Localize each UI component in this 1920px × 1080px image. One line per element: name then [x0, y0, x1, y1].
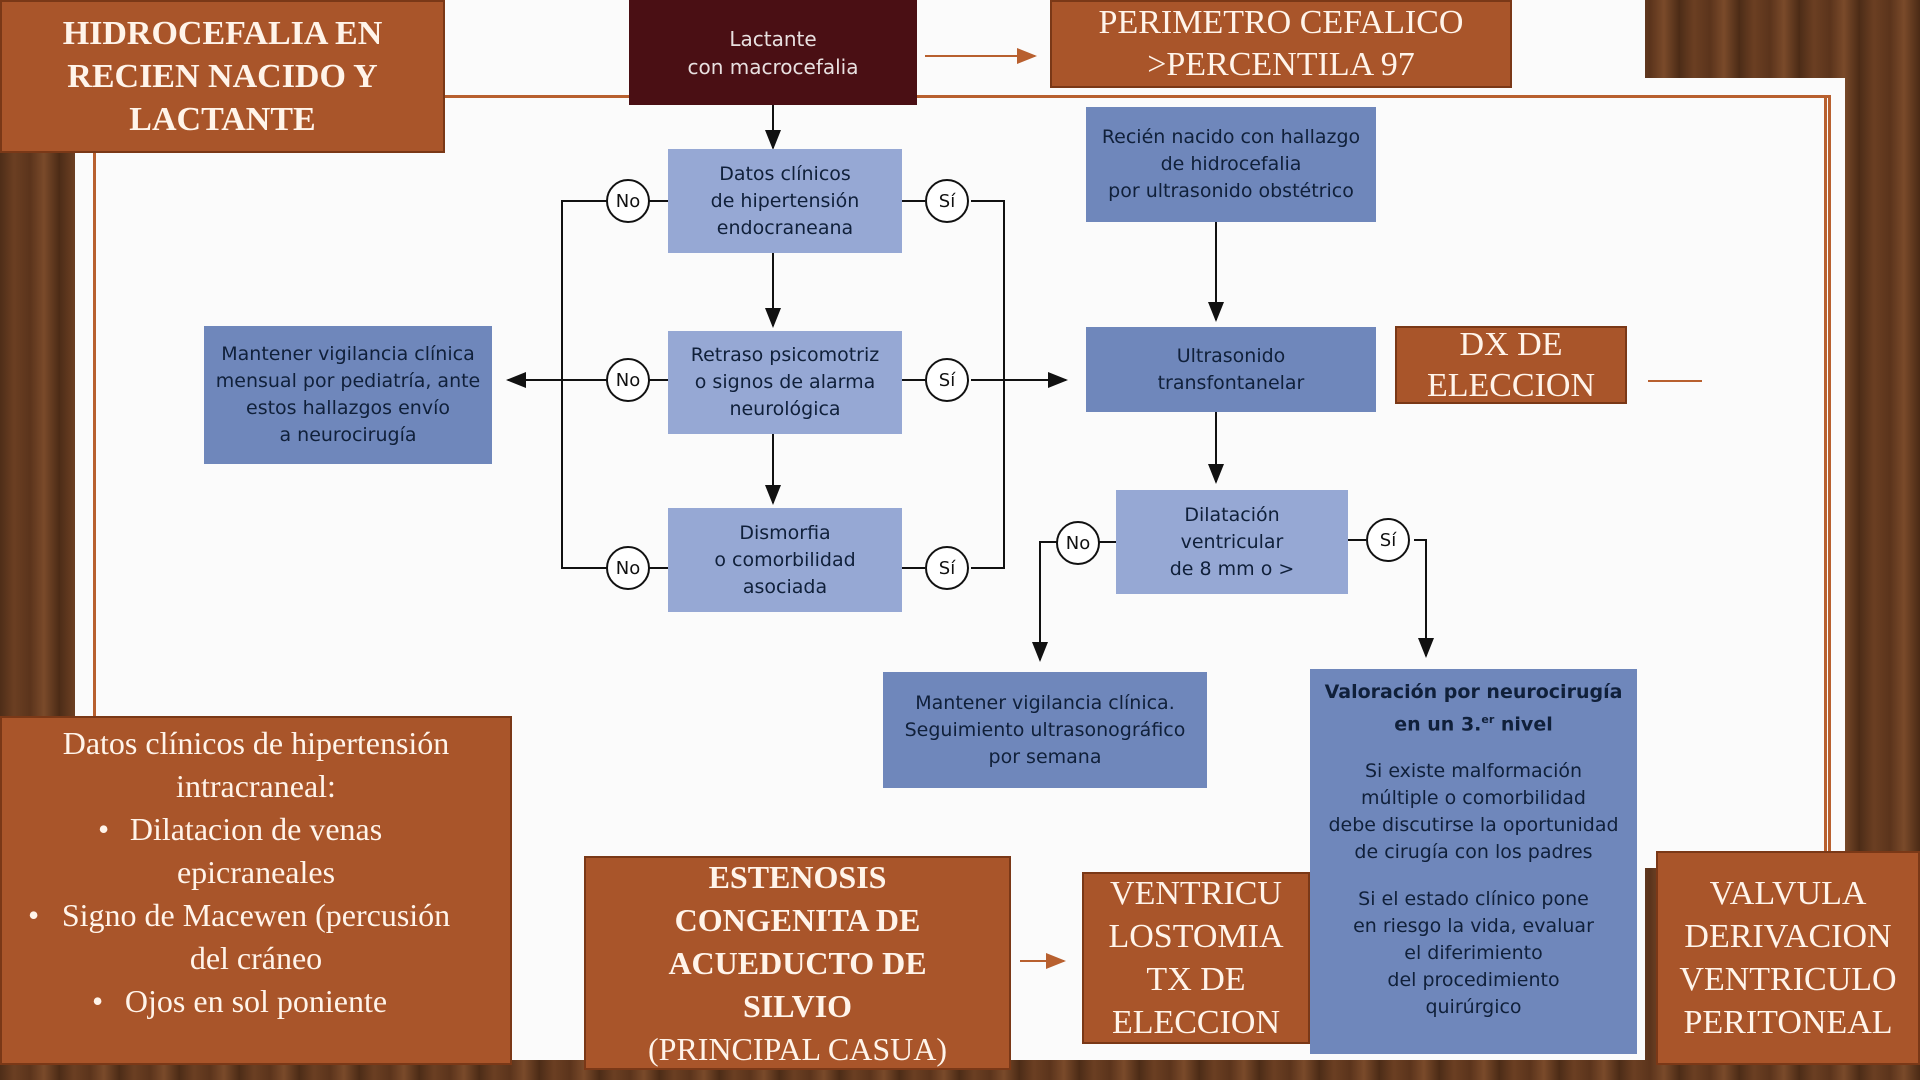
no-circle-retraso: No — [606, 358, 650, 402]
clinical-item-1b: epicraneales — [176, 854, 336, 890]
no-circle-dilatacion: No — [1056, 521, 1100, 565]
reciennacido-line3: por ultrasonido obstétrico — [1108, 180, 1354, 202]
dismorfia-line3: asociada — [742, 575, 828, 598]
clinical-item-2-text: Signo de Macewen (percusión — [61, 897, 451, 933]
dilatacion-line1: Dilatación — [1184, 503, 1280, 526]
valoracion-h2-sup: er — [1481, 713, 1495, 726]
valoracion-p2-1: Si el estado clínico pone — [1358, 888, 1589, 911]
valvula-line1: VALVULA — [1709, 875, 1867, 912]
clinical-item-3-text: Ojos en sol poniente — [124, 983, 388, 1019]
dismorfia-line1: Dismorfia — [739, 521, 831, 544]
dx-line1: DX DE — [1459, 326, 1563, 363]
reciennacido-line2: de hidrocefalia — [1160, 153, 1302, 175]
valoracion-h2-end: nivel — [1494, 713, 1553, 736]
valoracion-h2: en un 3.er nivel — [1394, 706, 1552, 738]
datos-line2: de hipertensión — [710, 189, 860, 212]
valoracion-p2-2: en riesgo la vida, evaluar — [1353, 915, 1594, 938]
lactante-box: Lactante con macrocefalia — [629, 0, 917, 105]
no-circle-dismorfia: No — [606, 546, 650, 590]
estenosis-line2: CONGENITA DE — [674, 901, 921, 938]
lactante-line2: con macrocefalia — [687, 54, 859, 79]
orange-frame — [93, 95, 1831, 1033]
dismorfia-box: Dismorfia o comorbilidad asociada — [668, 508, 902, 612]
recien-nacido-box: Recién nacido con hallazgo de hidrocefal… — [1086, 107, 1376, 222]
dx-line2: ELECCION — [1426, 367, 1596, 404]
perimetro-box: PERIMETRO CEFALICO >PERCENTILA 97 — [1050, 0, 1512, 88]
si-circle-dismorfia: Sí — [925, 546, 969, 590]
dilatacion-box: Dilatación ventricular de 8 mm o > — [1116, 490, 1348, 594]
estenosis-line5: (PRINCIPAL CASUA) — [647, 1030, 947, 1067]
title-line1: HIDROCEFALIA EN — [62, 15, 383, 52]
lactante-line1: Lactante — [729, 26, 817, 51]
mantener2-line2: Seguimiento ultrasonográfico — [904, 718, 1186, 741]
clinical-list: •Dilatacion de venas epicraneales •Signo… — [2, 808, 510, 1023]
perimetro-line1: PERIMETRO CEFALICO — [1098, 4, 1464, 41]
mantener1-line1: Mantener vigilancia clínica — [221, 343, 475, 365]
title-line2: RECIEN NACIDO Y — [67, 58, 378, 95]
si-circle-datos: Sí — [925, 179, 969, 223]
retraso-box: Retraso psicomotriz o signos de alarma n… — [668, 331, 902, 434]
estenosis-line4: SILVIO — [742, 987, 853, 1024]
valvula-line3: VENTRICULO — [1679, 961, 1897, 998]
ventriculostomia-box: VENTRICU LOSTOMIA TX DE ELECCION — [1082, 872, 1310, 1044]
dx-eleccion-box: DX DE ELECCION — [1395, 326, 1627, 404]
title-box: HIDROCEFALIA EN RECIEN NACIDO Y LACTANTE — [0, 0, 445, 153]
mantener1-line3: estos hallazgos envío — [246, 397, 450, 419]
mantener2-line3: por semana — [988, 745, 1102, 768]
valoracion-p1-3: debe discutirse la oportunidad — [1328, 814, 1619, 837]
clinical-heading2: intracraneal: — [176, 768, 336, 804]
valoracion-p1-4: de cirugía con los padres — [1354, 841, 1593, 864]
ultrasonido-line2: transfontanelar — [1157, 371, 1305, 394]
perimetro-line2: >PERCENTILA 97 — [1147, 46, 1415, 83]
estenosis-box: ESTENOSIS CONGENITA DE ACUEDUCTO DE SILV… — [584, 856, 1011, 1070]
datos-line3: endocraneana — [716, 216, 854, 239]
clinical-heading1: Datos clínicos de hipertensión — [62, 725, 450, 761]
clinical-item-2b: del cráneo — [189, 940, 323, 976]
retraso-line2: o signos de alarma — [694, 371, 876, 393]
estenosis-line1: ESTENOSIS — [708, 858, 887, 895]
clinical-signs-box: Datos clínicos de hipertensión intracran… — [0, 716, 512, 1065]
retraso-line1: Retraso psicomotriz — [690, 344, 880, 366]
mantener-vigilancia-mensual-box: Mantener vigilancia clínica mensual por … — [204, 326, 492, 464]
clinical-item-3: •Ojos en sol poniente — [92, 983, 388, 1019]
dilatacion-line2: ventricular — [1180, 530, 1284, 553]
clinical-item-2: •Signo de Macewen (percusión — [28, 897, 451, 933]
mantener1-line2: mensual por pediatría, ante — [215, 370, 481, 392]
si-circle-dilatacion: Sí — [1366, 518, 1410, 562]
ventriculostomia-line4: ELECCION — [1111, 1004, 1281, 1041]
valoracion-p2-4: del procedimiento — [1387, 969, 1560, 992]
valvula-line4: PERITONEAL — [1683, 1004, 1893, 1041]
ultrasonido-box: Ultrasonido transfontanelar — [1086, 327, 1376, 412]
dismorfia-line2: o comorbilidad — [714, 548, 856, 571]
mantener-vigilancia-semanal-box: Mantener vigilancia clínica. Seguimiento… — [883, 672, 1207, 788]
ventriculostomia-line3: TX DE — [1146, 961, 1246, 998]
si-circle-retraso: Sí — [925, 358, 969, 402]
ventriculostomia-line1: VENTRICU — [1110, 875, 1282, 912]
valvula-line2: DERIVACION — [1684, 918, 1892, 955]
valoracion-p1-2: múltiple o comorbilidad — [1361, 787, 1586, 810]
diagram-paper-right — [1645, 78, 1845, 868]
ventriculostomia-line2: LOSTOMIA — [1108, 918, 1284, 955]
dilatacion-line3: de 8 mm o > — [1169, 557, 1295, 580]
valoracion-h1: Valoración por neurocirugía — [1324, 681, 1623, 703]
datos-clinicos-box: Datos clínicos de hipertensión endocrane… — [668, 149, 902, 253]
valoracion-p2-5: quirúrgico — [1425, 996, 1522, 1019]
estenosis-line3: ACUEDUCTO DE — [668, 944, 927, 981]
ultrasonido-line1: Ultrasonido — [1176, 344, 1286, 367]
title-line3: LACTANTE — [129, 101, 316, 138]
clinical-item-1: •Dilatacion de venas — [98, 811, 383, 847]
datos-line1: Datos clínicos — [719, 162, 851, 185]
mantener1-line4: a neurocirugía — [279, 424, 417, 446]
valoracion-p1-1: Si existe malformación — [1364, 760, 1583, 783]
valoracion-p2-3: el diferimiento — [1404, 942, 1543, 965]
orange-frame-right — [1648, 95, 1827, 858]
no-circle-datos: No — [606, 179, 650, 223]
valoracion-h2-text: en un 3. — [1394, 713, 1482, 736]
valvula-box: VALVULA DERIVACION VENTRICULO PERITONEAL — [1656, 851, 1920, 1065]
retraso-line3: neurológica — [729, 398, 841, 420]
reciennacido-line1: Recién nacido con hallazgo — [1101, 126, 1361, 148]
valoracion-neurocirugia-box: Valoración por neurocirugía en un 3.er n… — [1310, 669, 1637, 1054]
mantener2-line1: Mantener vigilancia clínica. — [915, 691, 1175, 714]
clinical-item-1-text: Dilatacion de venas — [129, 811, 383, 847]
